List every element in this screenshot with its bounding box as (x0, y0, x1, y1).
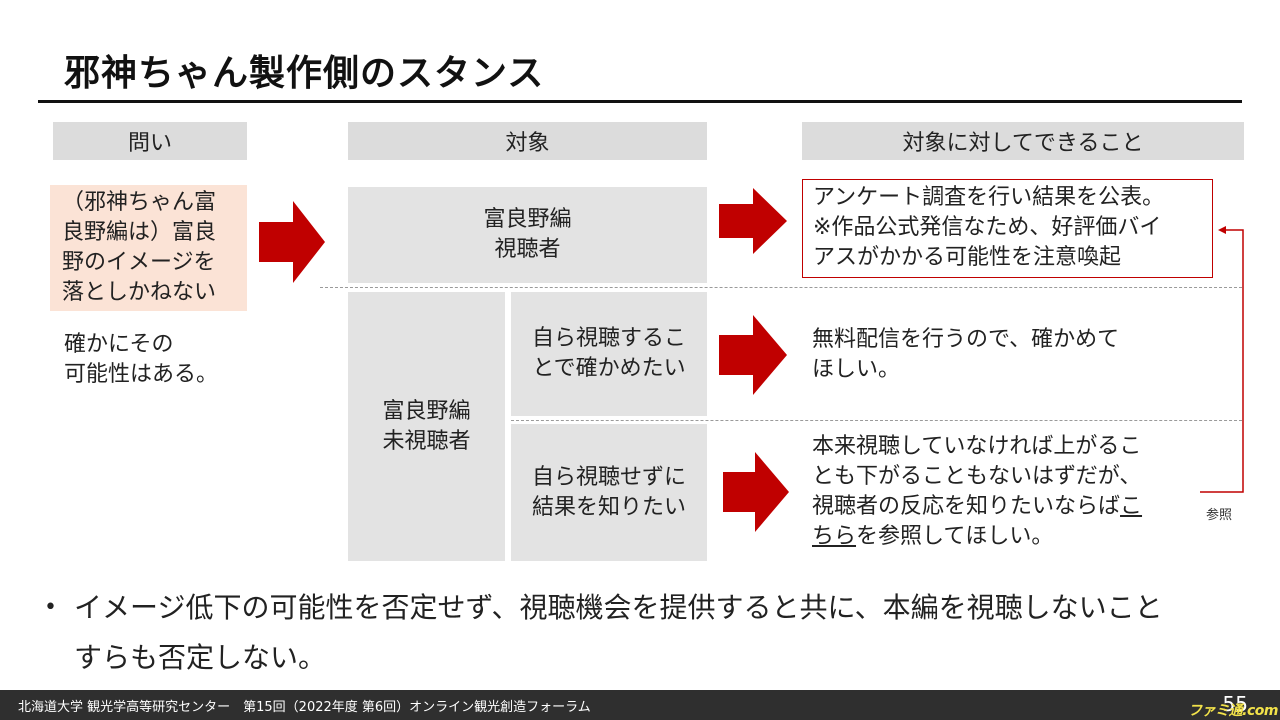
action-reference: 本来視聴していなければ上がるこ とも下がることもないはずだが、 視聴者の反応を知… (812, 432, 1184, 552)
reference-link[interactable]: ちら (812, 524, 857, 549)
action-reference-text: 本来視聴していなければ上がるこ とも下がることもないはずだが、 視聴者の反応を知… (812, 434, 1142, 519)
target-know-result: 自ら視聴せずに 結果を知りたい (511, 424, 707, 561)
header-question: 問い (53, 122, 247, 160)
bullet-dot-icon: • (44, 595, 57, 620)
target-unwatched: 富良野編 未視聴者 (348, 292, 505, 561)
arrow-right-icon (719, 188, 787, 254)
arrow-right-icon (719, 315, 787, 395)
reference-connector (1196, 222, 1248, 500)
watermark: ファミ通.com (1188, 703, 1278, 719)
target-watched: 富良野編 視聴者 (348, 187, 707, 283)
footer-text: 北海道大学 観光学高等研究センター 第15回（2022年度 第6回）オンライン観… (18, 700, 591, 715)
bullet-point: • イメージ低下の可能性を否定せず、視聴機会を提供すると共に、本編を視聴しないこ… (44, 583, 1264, 683)
footer-bar (0, 690, 1280, 720)
question-box: （邪神ちゃん富 良野編は）富良 野のイメージを 落としかねない (50, 185, 247, 311)
bullet-line-2: すらも否定しない。 (74, 641, 327, 674)
page-number: 55 (1222, 692, 1248, 716)
arrow-right-icon (259, 201, 325, 283)
action-reference-tail: を参照してほしい。 (856, 524, 1054, 549)
header-target: 対象 (348, 122, 707, 160)
action-free-stream: 無料配信を行うので、確かめて ほしい。 (812, 327, 1120, 382)
reference-label: 参照 (1206, 508, 1233, 523)
page-title: 邪神ちゃん製作側のスタンス (64, 53, 545, 94)
row-divider (320, 287, 1242, 288)
question-answer: 確かにその 可能性はある。 (64, 332, 219, 387)
title-rule (38, 100, 1242, 103)
action-survey: アンケート調査を行い結果を公表。 ※作品公式発信なため、好評価バイ アスがかかる… (802, 179, 1213, 278)
row-divider (511, 420, 1242, 421)
target-self-check: 自ら視聴するこ とで確かめたい (511, 292, 707, 416)
bullet-line-1: イメージ低下の可能性を否定せず、視聴機会を提供すると共に、本編を視聴しないこと (74, 591, 1163, 624)
reference-link[interactable]: こ (1120, 494, 1143, 519)
arrow-right-icon (723, 452, 789, 532)
header-action: 対象に対してできること (802, 122, 1244, 160)
